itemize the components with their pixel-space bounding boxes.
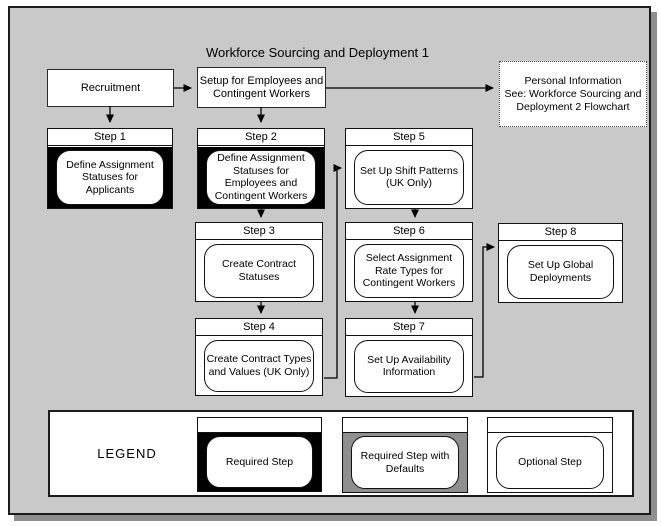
legend-sample-header xyxy=(198,418,321,433)
step-6-label: Select Assignment Rate Types for Conting… xyxy=(354,243,464,298)
step-3-label: Create Contract Statuses xyxy=(204,243,314,298)
step-4-label: Create Contract Types and Values (UK Onl… xyxy=(204,339,314,392)
step-7-header: Step 7 xyxy=(346,319,472,336)
step-3-box: Step 3 Create Contract Statuses xyxy=(195,222,323,302)
step-6-box: Step 6 Select Assignment Rate Types for … xyxy=(345,222,473,302)
personal-info-line3: Deployment 2 Flowchart xyxy=(516,100,630,113)
step-5-label: Set Up Shift Patterns (UK Only) xyxy=(354,149,464,205)
legend-defaults-label: Required Step with Defaults xyxy=(351,436,459,489)
step-5-header: Step 5 xyxy=(346,129,472,146)
step-1-label: Define Assignment Statuses for Applicant… xyxy=(56,149,164,205)
recruitment-box: Recruitment xyxy=(47,69,174,107)
step-7-body: Set Up Availability Information xyxy=(346,336,472,396)
legend-required-body: Required Step xyxy=(198,433,321,491)
legend-title: LEGEND xyxy=(97,446,157,461)
personal-info-line2: See: Workforce Sourcing and xyxy=(504,87,642,100)
step-7-box: Step 7 Set Up Availability Information xyxy=(345,318,473,397)
step-8-body: Set Up Global Deployments xyxy=(499,241,622,302)
legend-optional-body: Optional Step xyxy=(488,433,612,492)
step-5-box: Step 5 Set Up Shift Patterns (UK Only) xyxy=(345,128,473,209)
step-7-label: Set Up Availability Information xyxy=(354,339,464,393)
setup-label-line2: Contingent Workers xyxy=(212,87,310,100)
legend-required-with-defaults-sample: Required Step with Defaults xyxy=(342,417,468,493)
step-4-header: Step 4 xyxy=(196,319,322,336)
legend-sample-header xyxy=(343,418,467,433)
step-8-label: Set Up Global Deployments xyxy=(507,244,614,299)
step-4-box: Step 4 Create Contract Types and Values … xyxy=(195,318,323,396)
step-2-label: Define Assignment Statuses for Employees… xyxy=(206,149,316,205)
step-2-box: Step 2 Define Assignment Statuses for Em… xyxy=(197,128,325,209)
step-6-body: Select Assignment Rate Types for Conting… xyxy=(346,240,472,301)
recruitment-label: Recruitment xyxy=(80,81,141,94)
step-2-body: Define Assignment Statuses for Employees… xyxy=(198,146,324,208)
step-3-body: Create Contract Statuses xyxy=(196,240,322,301)
step-3-header: Step 3 xyxy=(196,223,322,240)
step-5-body: Set Up Shift Patterns (UK Only) xyxy=(346,146,472,208)
personal-info-line1: Personal Information xyxy=(524,74,622,87)
step-4-body: Create Contract Types and Values (UK Onl… xyxy=(196,336,322,395)
step-1-box: Step 1 Define Assignment Statuses for Ap… xyxy=(47,128,173,209)
step-1-body: Define Assignment Statuses for Applicant… xyxy=(48,146,172,208)
setup-box: Setup for Employees and Contingent Worke… xyxy=(197,67,326,108)
setup-label-line1: Setup for Employees and xyxy=(199,74,324,87)
legend-defaults-body: Required Step with Defaults xyxy=(343,433,467,492)
legend-optional-label: Optional Step xyxy=(496,436,604,489)
personal-info-box: Personal Information See: Workforce Sour… xyxy=(499,61,647,127)
legend-sample-header xyxy=(488,418,612,433)
step-2-header: Step 2 xyxy=(198,129,324,146)
step-6-header: Step 6 xyxy=(346,223,472,240)
legend-optional-step-sample: Optional Step xyxy=(487,417,613,493)
legend-required-step-sample: Required Step xyxy=(197,417,322,492)
step-8-header: Step 8 xyxy=(499,224,622,241)
legend-required-label: Required Step xyxy=(206,436,313,488)
diagram-title: Workforce Sourcing and Deployment 1 xyxy=(205,45,430,60)
step-1-header: Step 1 xyxy=(48,129,172,146)
step-8-box: Step 8 Set Up Global Deployments xyxy=(498,223,623,303)
